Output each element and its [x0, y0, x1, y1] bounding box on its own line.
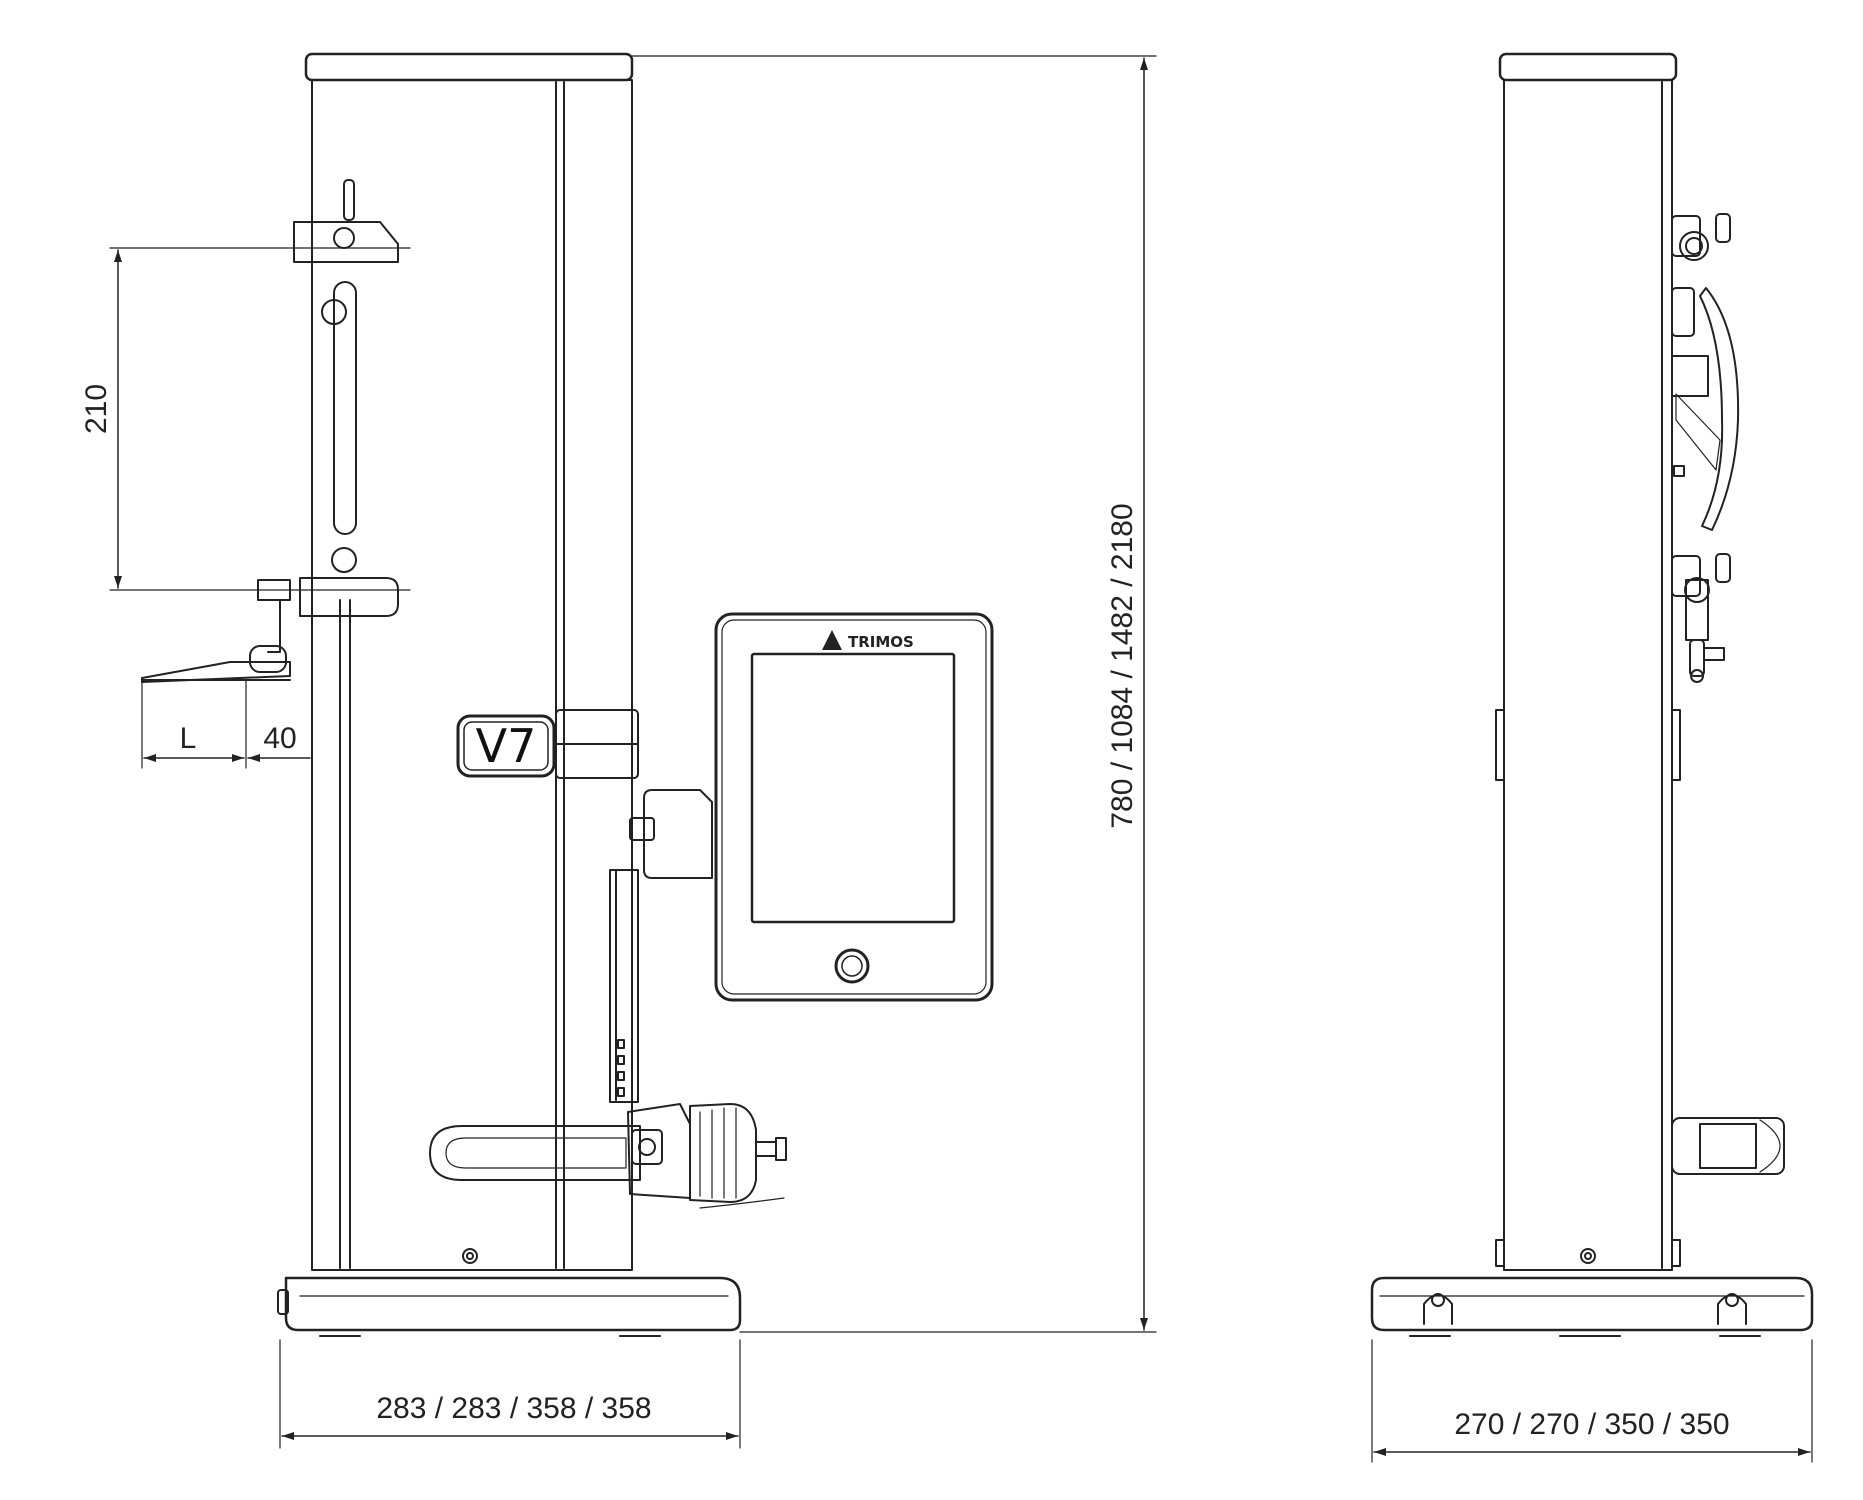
dim-210-label: 210 — [80, 384, 113, 434]
dim-front-width-label: 283 / 283 / 358 / 358 — [376, 1392, 651, 1425]
model-badge-label: V7 — [476, 719, 537, 773]
dim-210: 210 — [80, 247, 411, 591]
front-base — [277, 1248, 742, 1337]
display-arm — [609, 789, 713, 1103]
trimos-logo-icon — [822, 630, 842, 650]
side-base — [1370, 1248, 1814, 1337]
side-knobs — [1671, 213, 1785, 1175]
dim-side-depth-label: 270 / 270 / 350 / 350 — [1454, 1408, 1729, 1441]
scriber-rod-assembly — [141, 179, 399, 683]
scale-ticks — [617, 1039, 625, 1097]
dim-L-label: L — [180, 722, 197, 755]
dim-front-width: 283 / 283 / 358 / 358 — [279, 1339, 741, 1449]
dim-40-label: 40 — [263, 722, 296, 755]
front-view: V7 TRIMOS — [80, 52, 1157, 1449]
home-button-icon — [834, 948, 870, 984]
carriage-handwheel — [429, 1103, 787, 1209]
dim-L-40: L 40 — [141, 679, 311, 769]
dim-total-height-label: 780 / 1084 / 1482 / 2180 — [1106, 503, 1139, 828]
dim-total-height: 780 / 1084 / 1482 / 2180 — [631, 55, 1157, 1333]
model-badge — [456, 714, 556, 778]
brand-logo-label: TRIMOS — [848, 633, 914, 651]
display-tablet: TRIMOS — [714, 612, 994, 1002]
front-column — [304, 52, 634, 1271]
side-column — [1495, 52, 1681, 1271]
column-clamp: V7 — [456, 709, 639, 779]
side-view: 270 / 270 / 350 / 350 — [1370, 52, 1814, 1463]
dim-side-depth: 270 / 270 / 350 / 350 — [1371, 1339, 1813, 1463]
